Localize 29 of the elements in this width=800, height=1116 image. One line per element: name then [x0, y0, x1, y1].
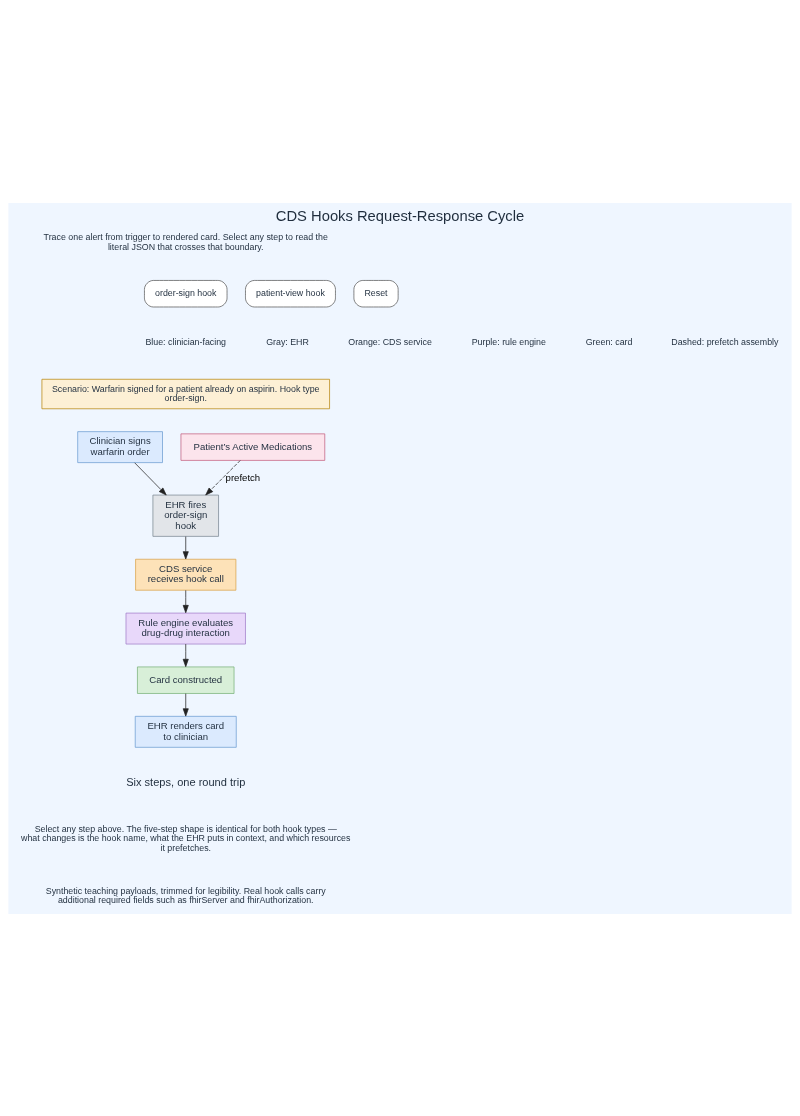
arrow [182, 692, 189, 716]
label: Scenario: Warfarin signed for a patient already on aspirin. Hook type order-sign. [51, 383, 320, 403]
node-box: Clinician signs warfarin order [77, 430, 163, 463]
arrow [134, 461, 167, 495]
arrow [182, 643, 189, 667]
label: Green: card [585, 336, 633, 347]
label: order-sign hook [155, 287, 217, 298]
node-box: Rule engine evaluates drug-drug interaction [125, 612, 246, 644]
arrow [182, 535, 189, 559]
label: Dashed: prefetch assembly [671, 336, 779, 347]
label: Blue: clinician-facing [145, 336, 227, 347]
label: Synthetic teaching payloads, trimmed for legibility. Real hook calls carry additional required fields such as fhirServer and fhirAuthorization. [45, 885, 326, 905]
edge-label: prefetch [225, 471, 261, 483]
label: Purple: rule engine [471, 336, 546, 347]
arrow [205, 459, 241, 495]
label: Reset [364, 287, 388, 298]
node-box: EHR renders card to clinician [134, 715, 237, 748]
label: Six steps, one round trip [126, 775, 246, 788]
label: Orange: CDS service [348, 336, 432, 347]
label: Select any step above. The five-step shape is identical for both hook types — what changes is the hook name, what the EHR puts in context, and which resources it prefetches. [21, 823, 351, 853]
arrow [182, 589, 189, 613]
label: patient-view hook [256, 287, 325, 298]
node-box: EHR fires order-sign hook [152, 494, 219, 537]
diagram-title: CDS Hooks Request-Response Cycle [275, 207, 525, 224]
node-box: Card constructed [137, 666, 235, 694]
node-box: CDS service receives hook call [135, 558, 237, 591]
node-box: Patient’s Active Medications [180, 433, 326, 461]
label: Gray: EHR [266, 336, 309, 347]
label: Trace one alert from trigger to rendered card. Select any step to read the literal JSON that crosses that boundary. [43, 231, 328, 252]
